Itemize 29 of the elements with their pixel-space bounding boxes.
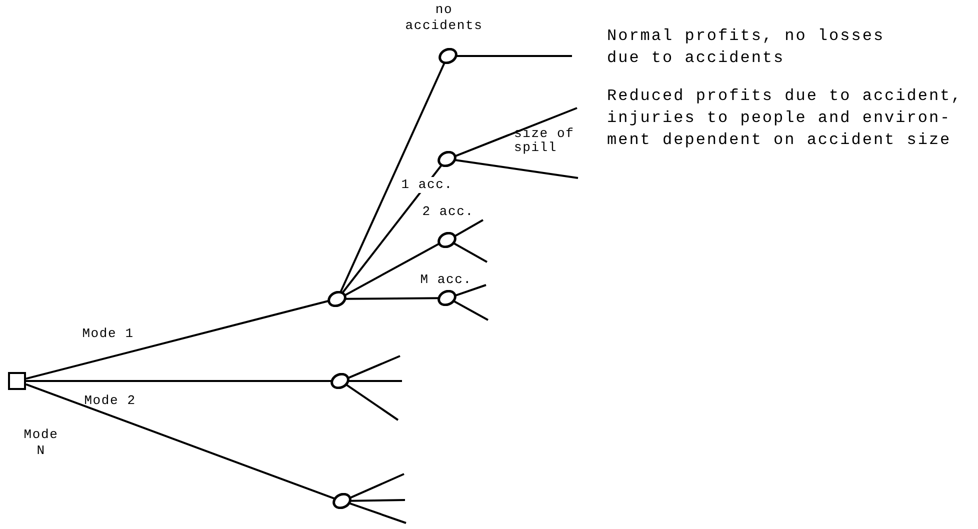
outcome-branch-line: [347, 355, 400, 380]
outcome-note: Reduced profits due to accident, injuries to people and environ- ment dependent on accident size: [607, 86, 964, 151]
outcome-branch-line: [349, 502, 406, 524]
outcome-branch-line: [454, 242, 488, 263]
branch-line: [26, 300, 330, 380]
outcome-branch-line: [346, 384, 399, 421]
branch-line: [344, 297, 440, 300]
outcome-branch-line: [456, 55, 572, 57]
outcome-branch-line: [454, 107, 578, 158]
outcome-branch-line: [350, 499, 406, 502]
outcome-branch-line: [454, 284, 486, 297]
outcome-branch-line: [348, 380, 402, 382]
outcome-branch-line: [454, 159, 578, 179]
branch-label: no accidents: [404, 2, 484, 34]
branch-label: Mode 1: [81, 326, 135, 342]
branch-line: [344, 242, 440, 297]
decision-square: [8, 372, 26, 390]
outcome-branch-line: [454, 219, 484, 238]
branch-label: Mode 2: [83, 393, 137, 409]
branch-line: [341, 164, 443, 294]
branch-label: M acc.: [419, 272, 473, 288]
branch-label: Mode N: [22, 427, 60, 459]
branch-line: [26, 380, 332, 382]
outcome-branch-line: [348, 473, 404, 500]
outcome-branch-line: [454, 300, 488, 321]
branch-label: 2 acc.: [421, 204, 475, 220]
branch-line: [26, 383, 335, 500]
branch-line: [339, 62, 446, 294]
outcome-note: Normal profits, no losses due to accidents: [607, 26, 886, 69]
